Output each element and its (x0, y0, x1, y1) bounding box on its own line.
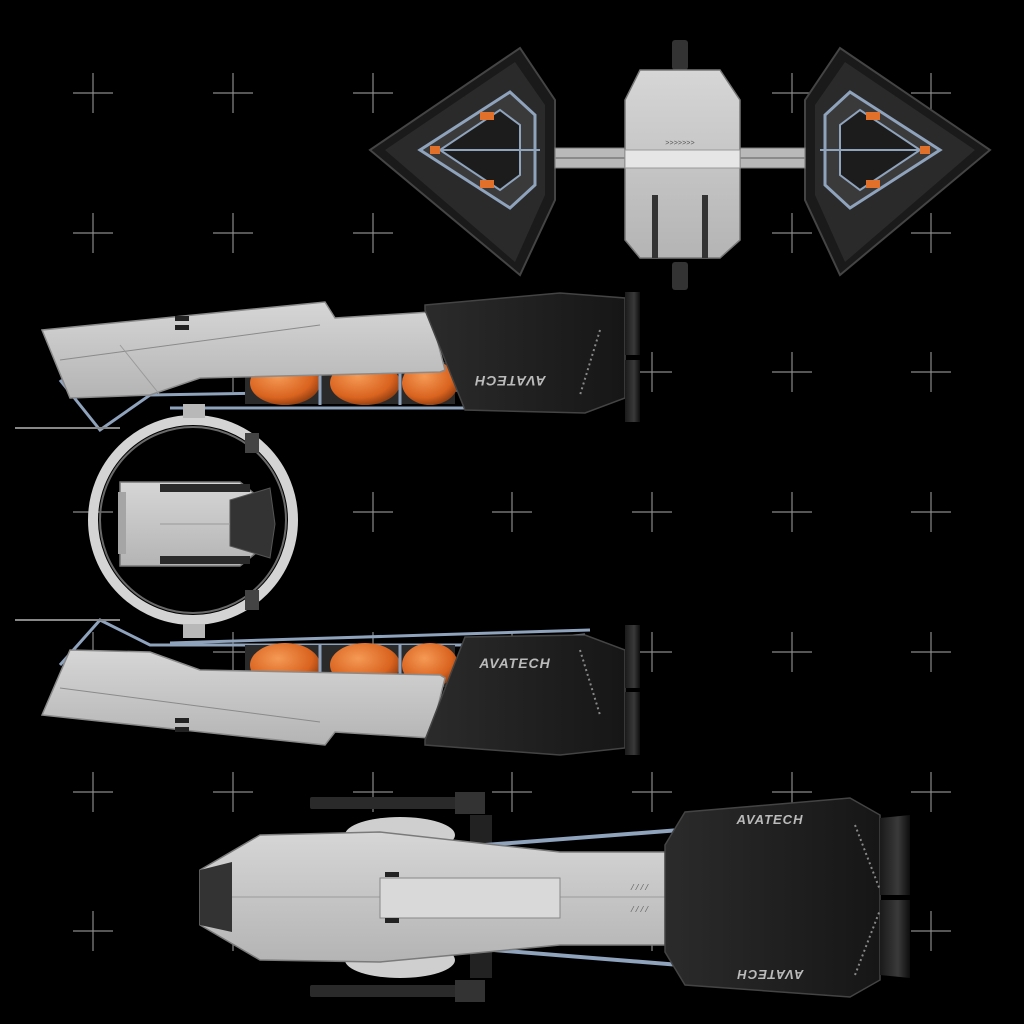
front-view-right-pod (804, 46, 992, 277)
lower-hull-panel (40, 649, 446, 746)
bottom-nozzles (880, 815, 910, 978)
front-view-center-body: >>>>>>> (624, 40, 741, 290)
bottom-logo-top: AVATECH (736, 812, 804, 827)
grid-marker (213, 213, 253, 253)
grid-marker (353, 73, 393, 113)
grid-marker (911, 632, 951, 672)
grid-marker (213, 73, 253, 113)
grid-marker (73, 772, 113, 812)
grid-marker (772, 492, 812, 532)
ring-view (88, 404, 298, 638)
grid-marker (772, 352, 812, 392)
grid-marker (632, 772, 672, 812)
grid-marker (772, 632, 812, 672)
bottom-logo-bottom: AVATECH (737, 967, 805, 982)
grid-marker (911, 73, 951, 113)
grid-marker (911, 213, 951, 253)
svg-text:////: //// (630, 906, 649, 915)
lower-engine-housing (424, 634, 626, 756)
side-view-lower: AVATECH (15, 618, 640, 756)
bottom-view: //// //// AVATECH AVATECH (199, 792, 910, 1002)
upper-engine-housing (424, 292, 626, 414)
grid-marker (632, 492, 672, 532)
lower-logo: AVATECH (478, 655, 551, 671)
grid-marker (492, 492, 532, 532)
grid-marker (911, 772, 951, 812)
grid-marker (73, 911, 113, 951)
bottom-engine-housing (664, 797, 881, 998)
lower-nozzles (625, 625, 640, 755)
grid-marker (772, 73, 812, 113)
upper-logo: AVATECH (474, 373, 547, 389)
grid-marker (772, 213, 812, 253)
upper-nozzles (625, 292, 640, 422)
grid-marker (492, 772, 532, 812)
grid-marker (73, 213, 113, 253)
grid-marker (911, 911, 951, 951)
grid-marker (911, 352, 951, 392)
grid-marker (353, 213, 393, 253)
grid-marker (73, 73, 113, 113)
grid-marker (911, 492, 951, 532)
side-view-upper: AVATECH (15, 292, 640, 433)
grid-marker (353, 492, 393, 532)
svg-text:////: //// (630, 884, 649, 893)
front-view-left-pod (368, 46, 556, 277)
front-view: >>>>>>> (368, 40, 992, 290)
svg-text:>>>>>>>: >>>>>>> (665, 140, 694, 148)
grid-marker (213, 772, 253, 812)
